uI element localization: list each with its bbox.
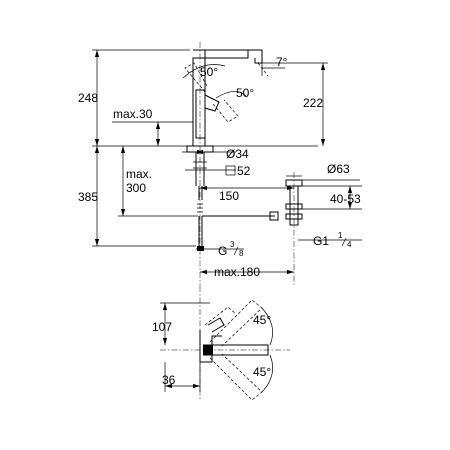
angle-45-top-arc xyxy=(261,307,273,346)
hose-coil xyxy=(197,203,203,213)
dim-g-label: G xyxy=(218,244,227,258)
angle-45-top-label: 45° xyxy=(253,313,271,327)
dim-g-den: 8 xyxy=(239,249,244,258)
square-icon xyxy=(225,165,236,176)
plan-handle xyxy=(207,317,225,333)
dim-222-label: 222 xyxy=(303,96,323,110)
dim-300-label: 300 xyxy=(126,181,146,195)
dim-g-slash xyxy=(233,246,239,256)
angle-45-bot-arc xyxy=(261,354,273,393)
handle-swing-up xyxy=(184,62,208,93)
dim-dia34-label: Ø34 xyxy=(226,147,249,161)
shank xyxy=(195,152,205,186)
plan-handle-swing xyxy=(204,306,237,326)
waste-drain xyxy=(285,172,303,285)
spout-swivel-dash xyxy=(257,62,269,77)
dim-300-max: max. xyxy=(126,167,152,181)
dim-36-label: 36 xyxy=(162,373,176,387)
dim-385-label: 385 xyxy=(78,190,98,204)
dim-g-num: 3 xyxy=(230,240,235,249)
plan-swivel-down xyxy=(209,353,263,401)
hose-end xyxy=(197,246,204,251)
angle-50-side-arc xyxy=(215,91,247,99)
faucet-side-view xyxy=(184,42,279,286)
spout-arm xyxy=(193,49,249,59)
handle-swing-side xyxy=(212,99,239,123)
handle xyxy=(204,94,220,112)
dim-107-label: 107 xyxy=(152,320,172,334)
dimensions-middle: 385 max. 300 Ø34 52 150 Ø63 40-53 G1 1 4… xyxy=(78,146,362,279)
dim-40-53-label: 40-53 xyxy=(330,192,361,206)
angle-7-label: 7° xyxy=(276,55,288,69)
dim-dia63-label: Ø63 xyxy=(327,162,350,176)
body-inner xyxy=(195,89,206,139)
angle-50-top-arc xyxy=(182,64,226,79)
hose-lower xyxy=(198,216,203,246)
dim-sq52-label: 52 xyxy=(237,164,251,178)
dim-g1-num: 1 xyxy=(338,231,343,240)
dim-g1-label: G1 xyxy=(313,234,329,248)
dim-248-label: 248 xyxy=(78,91,98,105)
dimensions-top: 248 222 max.30 50° 50° 7° xyxy=(78,49,328,147)
plan-swivel-up xyxy=(209,299,263,347)
rod-joint xyxy=(269,211,279,221)
shank-nut xyxy=(193,161,207,169)
angle-45-bot-label: 45° xyxy=(253,365,271,379)
drain-body xyxy=(289,186,299,226)
dim-max180-label: max.180 xyxy=(214,265,260,279)
dim-max30-label: max.30 xyxy=(113,107,153,121)
angle-50-side-label: 50° xyxy=(236,86,254,100)
spout-outlet xyxy=(248,49,263,64)
dimensions-plan: 107 36 45° 45° xyxy=(152,302,273,393)
angle-50-top-label: 50° xyxy=(200,65,218,79)
dim-g1-den: 4 xyxy=(347,240,352,249)
dim-150-label: 150 xyxy=(219,189,239,203)
dim-g1-slash xyxy=(341,237,347,247)
angle-7-lines xyxy=(261,57,285,76)
plan-base xyxy=(199,330,222,363)
